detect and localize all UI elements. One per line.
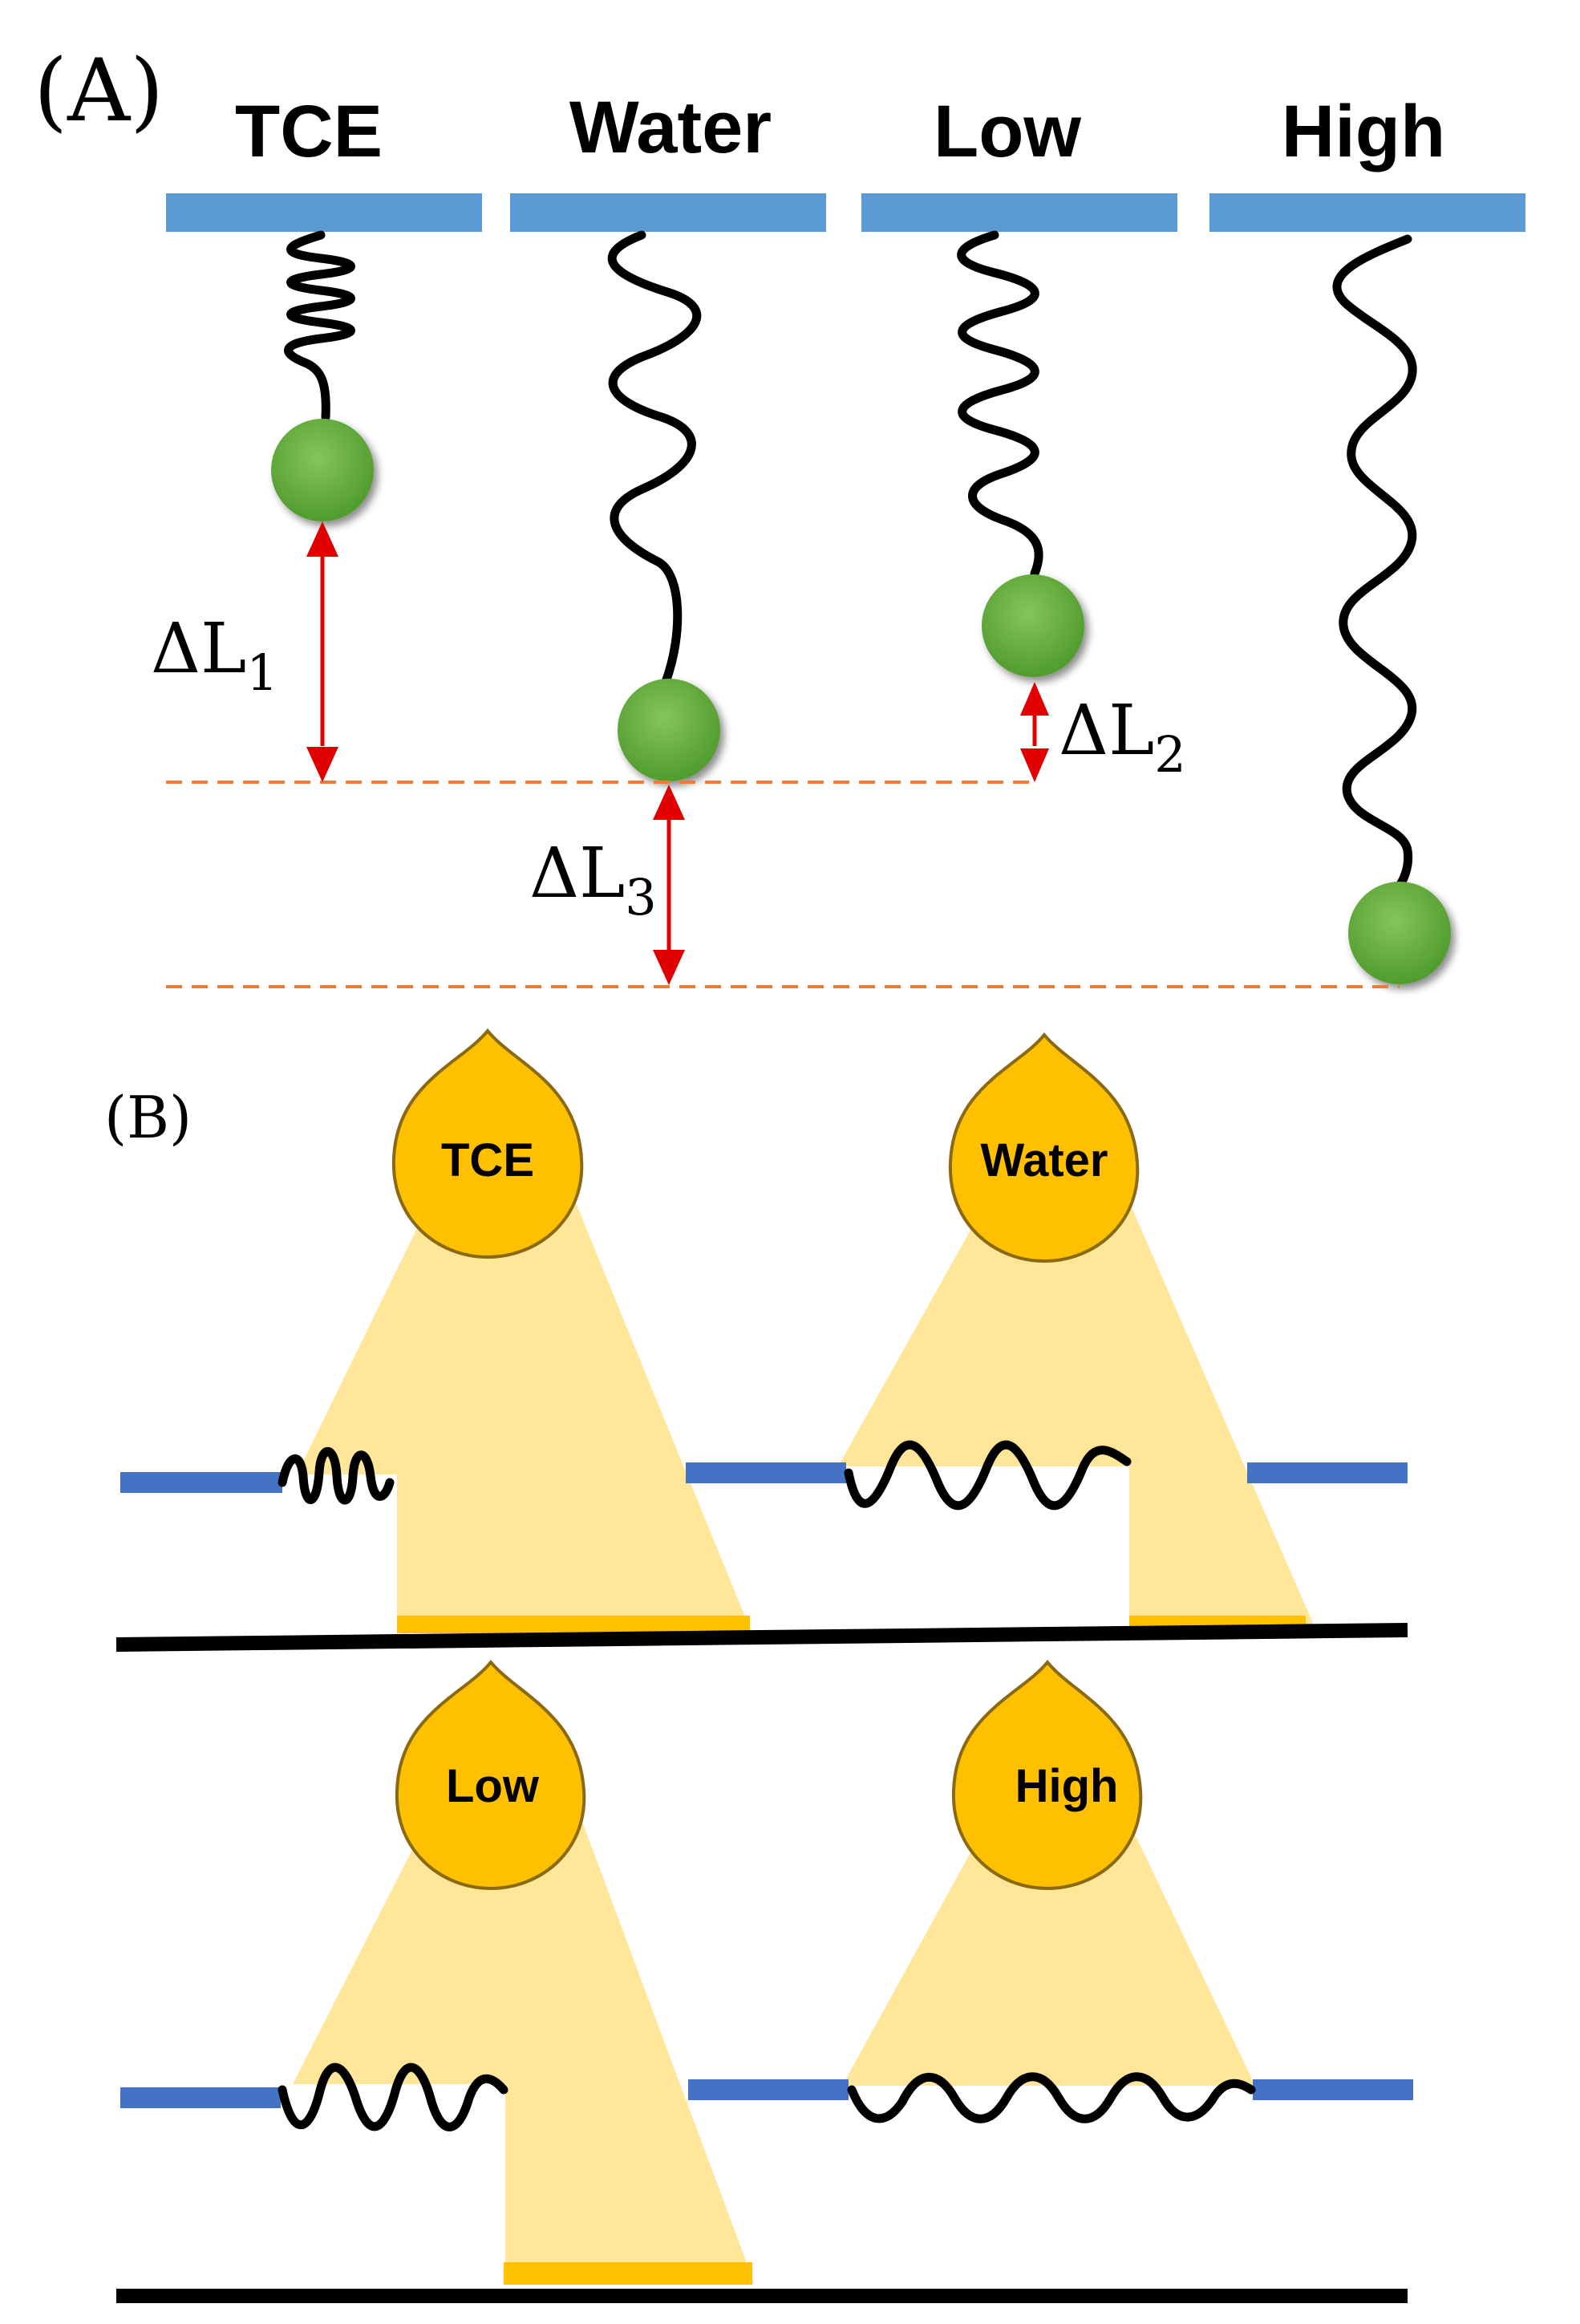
chain-b-water	[844, 1440, 1132, 1511]
panel-a-label: (A)	[34, 41, 164, 141]
drop-label-high: High	[1015, 1760, 1119, 1812]
contact-footprint-tce	[397, 1616, 750, 1633]
drop-label-tce: TCE	[441, 1134, 534, 1186]
drop-label-low: Low	[446, 1760, 540, 1812]
delta-l3-label: ΔL3	[529, 833, 657, 927]
drop-high: High	[951, 1659, 1143, 1891]
column-title-high: High	[1282, 91, 1445, 172]
bead-water	[618, 679, 720, 781]
chain-high	[1332, 234, 1417, 895]
drop-tce: TCE	[391, 1028, 584, 1259]
column-title-water: Water	[569, 87, 772, 168]
chain-tce	[284, 230, 355, 422]
surface-bar-water	[510, 193, 826, 232]
column-title-tce: TCE	[235, 91, 383, 172]
arrow-delta-l1	[306, 521, 338, 782]
delta-l2-label: ΔL2	[1059, 691, 1186, 784]
chain-low	[957, 230, 1043, 578]
bead-high	[1348, 882, 1451, 984]
cone-tce	[297, 1187, 750, 1628]
bead-low	[982, 574, 1084, 677]
delta-l1-label: ΔL1	[151, 609, 278, 702]
chain-water	[607, 230, 702, 687]
drop-low: Low	[395, 1659, 586, 1891]
chain-b-tce	[278, 1446, 395, 1505]
panel-b: (B) TCE Water	[104, 1028, 1413, 2303]
cone-low	[293, 1809, 754, 2282]
cone-high	[842, 1809, 1255, 2086]
surface-bar-low	[861, 193, 1177, 232]
cone-water	[838, 1187, 1315, 1628]
chain-b-high	[847, 2072, 1256, 2123]
bead-tce	[271, 419, 374, 521]
surface-bar-high	[1209, 193, 1525, 232]
drop-water: Water	[948, 1032, 1140, 1263]
chain-b-low	[278, 2062, 508, 2131]
contact-footprint-low	[504, 2262, 752, 2285]
arrow-delta-l3	[653, 785, 685, 985]
column-title-low: Low	[934, 91, 1081, 172]
surface-bar-tce	[166, 193, 482, 232]
baseline-row1	[115, 1623, 1408, 1652]
panel-a: (A) TCE Water Low High	[34, 41, 1525, 988]
drop-label-water: Water	[981, 1134, 1108, 1186]
panel-b-label: (B)	[104, 1084, 192, 1151]
arrow-delta-l2	[1020, 682, 1049, 782]
